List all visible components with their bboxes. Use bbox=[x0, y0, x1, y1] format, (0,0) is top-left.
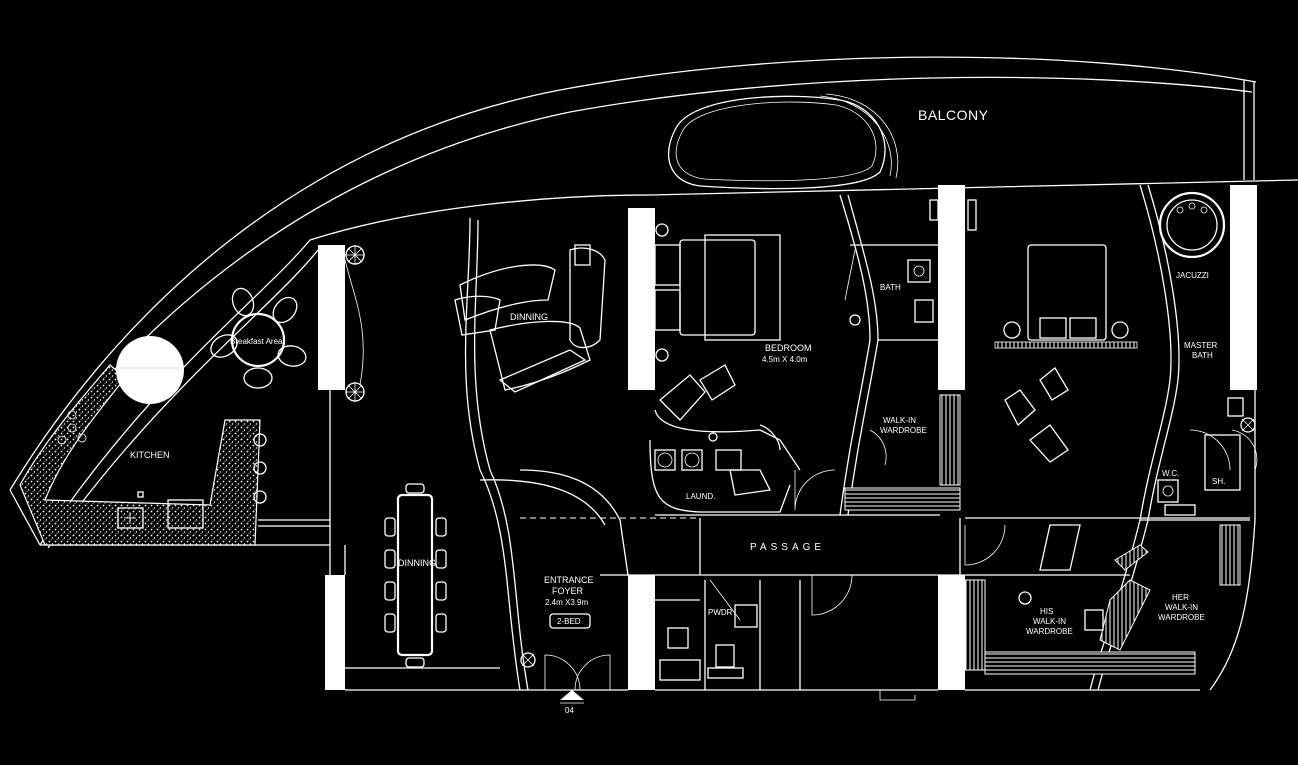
kitchen bbox=[19, 336, 330, 546]
dining-label: DINNING bbox=[398, 558, 436, 568]
entry-marker-label: 04 bbox=[565, 706, 574, 715]
master-bath-fixtures bbox=[1157, 397, 1244, 516]
entrance-size: 2.4m X3.9m bbox=[545, 598, 588, 607]
outer-shell bbox=[9, 56, 1298, 549]
dining-table bbox=[384, 483, 447, 668]
passage-label: PASSAGE bbox=[750, 542, 825, 553]
jacuzzi-label: JACUZZI bbox=[1176, 271, 1209, 280]
kitchen-label: KITCHEN bbox=[130, 450, 170, 460]
door-swings bbox=[544, 249, 1258, 691]
bedroom-size: 4.5m X 4.0m bbox=[762, 355, 808, 364]
her-label-2: WALK-IN bbox=[1165, 603, 1198, 612]
plant-icons bbox=[345, 245, 1256, 668]
balcony-label: BALCONY bbox=[918, 107, 989, 123]
entrance-label-2: FOYER bbox=[552, 586, 584, 596]
shower-label: SH. bbox=[1212, 477, 1225, 486]
master-bath-label-1: MASTER bbox=[1184, 341, 1218, 350]
bath-label: BATH bbox=[880, 283, 901, 292]
bedroom-furniture bbox=[649, 223, 801, 513]
lounge-furniture bbox=[454, 244, 606, 393]
his-label-1: HIS bbox=[1040, 607, 1053, 616]
jacuzzi bbox=[1158, 191, 1226, 259]
entry-marker bbox=[560, 690, 584, 704]
lounge-label: DINNING bbox=[510, 312, 548, 322]
breakfast-table bbox=[210, 287, 307, 389]
laundry-label: LAUND. bbox=[686, 492, 715, 501]
wc-label: W.C. bbox=[1162, 469, 1179, 478]
wardrobe-closets bbox=[844, 394, 961, 511]
her-label-1: HER bbox=[1172, 593, 1189, 602]
his-label-2: WALK-IN bbox=[1033, 617, 1066, 626]
walkin-label-2: WARDROBE bbox=[880, 426, 927, 435]
unit-tag-box bbox=[549, 613, 591, 629]
her-label-3: WARDROBE bbox=[1158, 613, 1205, 622]
bath-fixtures bbox=[907, 199, 939, 323]
balcony-planter bbox=[667, 93, 899, 190]
bedroom-label: BEDROOM bbox=[765, 343, 812, 353]
walkin-label-1: WALK-IN bbox=[883, 416, 916, 425]
powder-label: PWDR bbox=[708, 608, 733, 617]
breakfast-label: Breakfast Area bbox=[230, 337, 283, 346]
shaft-detail bbox=[879, 690, 916, 701]
planter-curve bbox=[344, 259, 364, 386]
structural-columns bbox=[318, 185, 1257, 690]
master-bedroom-furniture bbox=[967, 199, 1138, 463]
entrance-label-1: ENTRANCE bbox=[544, 575, 594, 585]
interior-walls bbox=[329, 184, 1256, 691]
his-her-wardrobes bbox=[964, 524, 1241, 675]
unit-tag: 2-BED bbox=[557, 617, 581, 626]
his-label-3: WARDROBE bbox=[1026, 627, 1073, 636]
master-bath-label-2: BATH bbox=[1192, 351, 1213, 360]
powder-fixtures bbox=[659, 604, 758, 681]
